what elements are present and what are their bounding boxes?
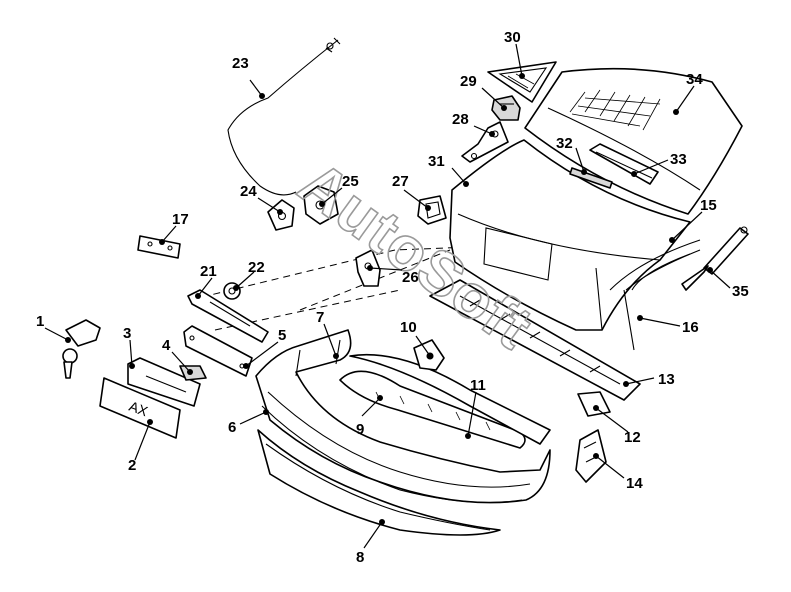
callout-9: 9 [356, 421, 364, 438]
callout-15: 15 [700, 197, 717, 214]
callout-27: 27 [392, 173, 409, 190]
callout-12: 12 [624, 429, 641, 446]
callout-26: 26 [402, 269, 419, 286]
plate-light-lens [137, 235, 181, 259]
triangular-trim-panel [487, 61, 557, 103]
callout-7: 7 [316, 309, 324, 326]
callout-3: 3 [123, 325, 131, 342]
callout-23: 23 [232, 55, 249, 72]
callout-28: 28 [452, 111, 469, 128]
callout-21: 21 [200, 263, 217, 280]
leader-dots [65, 73, 713, 525]
callout-labels: 1 2 3 4 5 6 7 8 9 10 11 12 13 14 15 16 1… [36, 29, 749, 566]
callout-22: 22 [248, 259, 265, 276]
callout-16: 16 [682, 319, 699, 336]
callout-14: 14 [626, 475, 643, 492]
callout-4: 4 [162, 337, 171, 354]
plate-lamp [179, 365, 207, 381]
callout-1: 1 [36, 313, 44, 330]
callout-17: 17 [172, 211, 189, 228]
release-cable [227, 37, 341, 196]
bumper-reinforcement-bar [429, 279, 641, 401]
tailgate-panel [449, 139, 691, 331]
rear-bumper [255, 329, 551, 504]
callout-31: 31 [428, 153, 445, 170]
callout-10: 10 [400, 319, 417, 336]
callout-33: 33 [670, 151, 687, 168]
grommet [223, 282, 241, 300]
leader-lines [44, 43, 731, 549]
side-mount-bracket [577, 391, 611, 417]
callout-2: 2 [128, 457, 136, 474]
callout-32: 32 [556, 135, 573, 152]
number-plate: AX [99, 377, 181, 439]
latch-mechanism-left [267, 199, 295, 231]
callout-30: 30 [504, 29, 521, 46]
callout-8: 8 [356, 549, 364, 566]
plate-backing [127, 357, 201, 407]
corner-bracket [575, 429, 607, 483]
callout-34: 34 [686, 71, 703, 88]
number-plate-light-strip [187, 289, 269, 343]
callout-24: 24 [240, 183, 257, 200]
callout-13: 13 [658, 371, 675, 388]
callout-11: 11 [470, 377, 486, 394]
callout-6: 6 [228, 419, 236, 436]
high-brake-light [569, 143, 659, 189]
bumper-lower-skirt [257, 429, 501, 536]
lock-barrel-set [62, 319, 101, 379]
tailgate-seal [609, 239, 701, 351]
plate-text: AX [127, 398, 151, 420]
rear-window-glass [524, 67, 743, 215]
callout-25: 25 [342, 173, 359, 190]
lock-cylinder-housing [417, 195, 447, 225]
callout-29: 29 [460, 73, 477, 90]
assembly-dash-lines [189, 239, 651, 331]
gas-strut [681, 226, 749, 291]
bumper-inner-strips [339, 353, 551, 449]
callout-35: 35 [732, 283, 749, 300]
callout-5: 5 [278, 327, 286, 344]
